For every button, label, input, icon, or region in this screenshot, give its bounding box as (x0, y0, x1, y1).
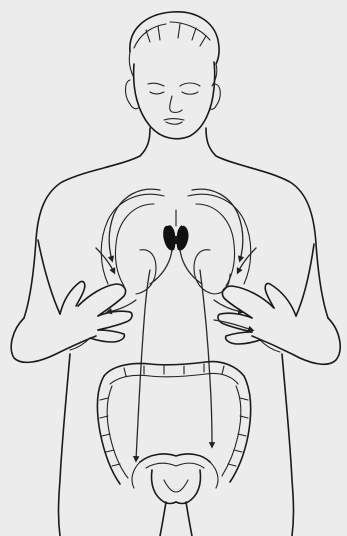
hair (129, 12, 219, 86)
right-hand (218, 283, 296, 352)
left-hand (60, 281, 132, 350)
pelvic-organs (132, 454, 218, 536)
thyroid-gland (163, 210, 188, 251)
torso-outline (11, 128, 340, 536)
lung-outlines (101, 194, 251, 294)
